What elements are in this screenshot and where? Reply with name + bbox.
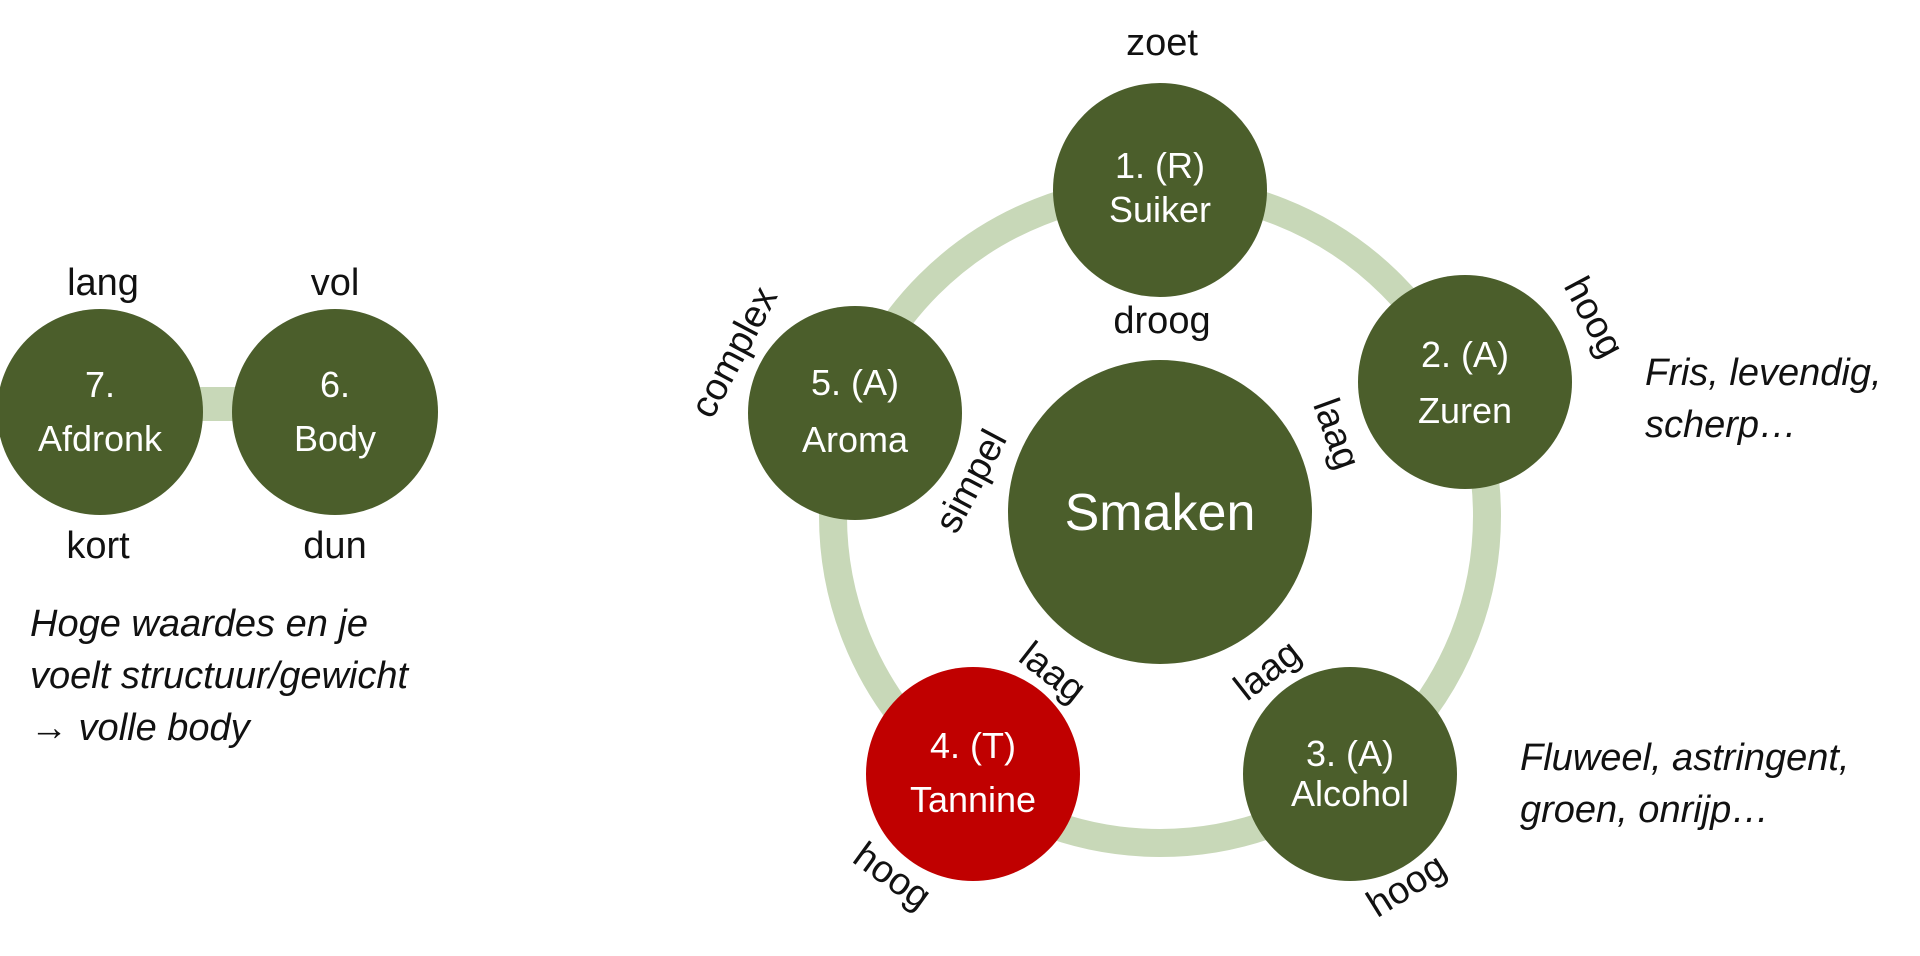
body-low-label: dun bbox=[303, 525, 366, 567]
tannine-note: Fluweel, astringent, groen, onrijp… bbox=[1520, 737, 1850, 831]
zuren-low-label: laag bbox=[1304, 393, 1368, 475]
afdronk-high-label: lang bbox=[67, 262, 139, 304]
zuren-circle bbox=[1358, 275, 1572, 489]
suiker-name: Suiker bbox=[1109, 189, 1211, 230]
alcohol-circle bbox=[1243, 667, 1457, 881]
aroma-name: Aroma bbox=[802, 419, 909, 460]
wheel-node-zuren: 2. (A) Zuren bbox=[1358, 275, 1572, 489]
afdronk-circle bbox=[0, 309, 203, 515]
tannine-note-line-1: Fluweel, astringent, bbox=[1520, 737, 1850, 779]
body-name: Body bbox=[294, 418, 376, 459]
alcohol-name: Alcohol bbox=[1291, 773, 1409, 814]
body-number: 6. bbox=[320, 364, 350, 405]
suiker-high-label: zoet bbox=[1126, 22, 1198, 64]
body-note-line-3: → volle body bbox=[30, 707, 252, 749]
body-note: Hoge waardes en je voelt structuur/gewic… bbox=[30, 603, 409, 749]
afdronk-low-label: kort bbox=[66, 525, 130, 567]
center-label: Smaken bbox=[1065, 484, 1256, 542]
center-node: Smaken bbox=[1008, 360, 1312, 664]
tannine-number: 4. (T) bbox=[930, 725, 1016, 766]
left-node-body: 6. Body vol dun bbox=[232, 262, 438, 567]
tannine-name: Tannine bbox=[910, 779, 1036, 820]
zuren-note-line-1: Fris, levendig, bbox=[1645, 352, 1882, 394]
afdronk-number: 7. bbox=[85, 364, 115, 405]
body-high-label: vol bbox=[311, 262, 360, 304]
body-note-line-2: voelt structuur/gewicht bbox=[30, 655, 409, 697]
body-note-line-1: Hoge waardes en je bbox=[30, 603, 368, 645]
wheel-node-suiker: 1. (R) Suiker bbox=[1053, 83, 1267, 297]
center-circle bbox=[1008, 360, 1312, 664]
suiker-low-label: droog bbox=[1113, 300, 1210, 342]
body-circle bbox=[232, 309, 438, 515]
zuren-number: 2. (A) bbox=[1421, 334, 1509, 375]
afdronk-name: Afdronk bbox=[38, 418, 163, 459]
suiker-circle bbox=[1053, 83, 1267, 297]
zuren-name: Zuren bbox=[1418, 390, 1512, 431]
zuren-note: Fris, levendig, scherp… bbox=[1645, 352, 1882, 446]
wheel-node-tannine: 4. (T) Tannine bbox=[866, 667, 1080, 881]
tannine-circle bbox=[866, 667, 1080, 881]
alcohol-number: 3. (A) bbox=[1306, 733, 1394, 774]
zuren-note-line-2: scherp… bbox=[1645, 404, 1797, 446]
tannine-note-line-2: groen, onrijp… bbox=[1520, 789, 1769, 831]
left-node-afdronk: 7. Afdronk lang kort bbox=[0, 262, 203, 567]
wheel-node-alcohol: 3. (A) Alcohol bbox=[1243, 667, 1457, 881]
aroma-number: 5. (A) bbox=[811, 362, 899, 403]
suiker-number: 1. (R) bbox=[1115, 145, 1205, 186]
aroma-circle bbox=[748, 306, 962, 520]
wheel-node-aroma: 5. (A) Aroma bbox=[748, 306, 962, 520]
